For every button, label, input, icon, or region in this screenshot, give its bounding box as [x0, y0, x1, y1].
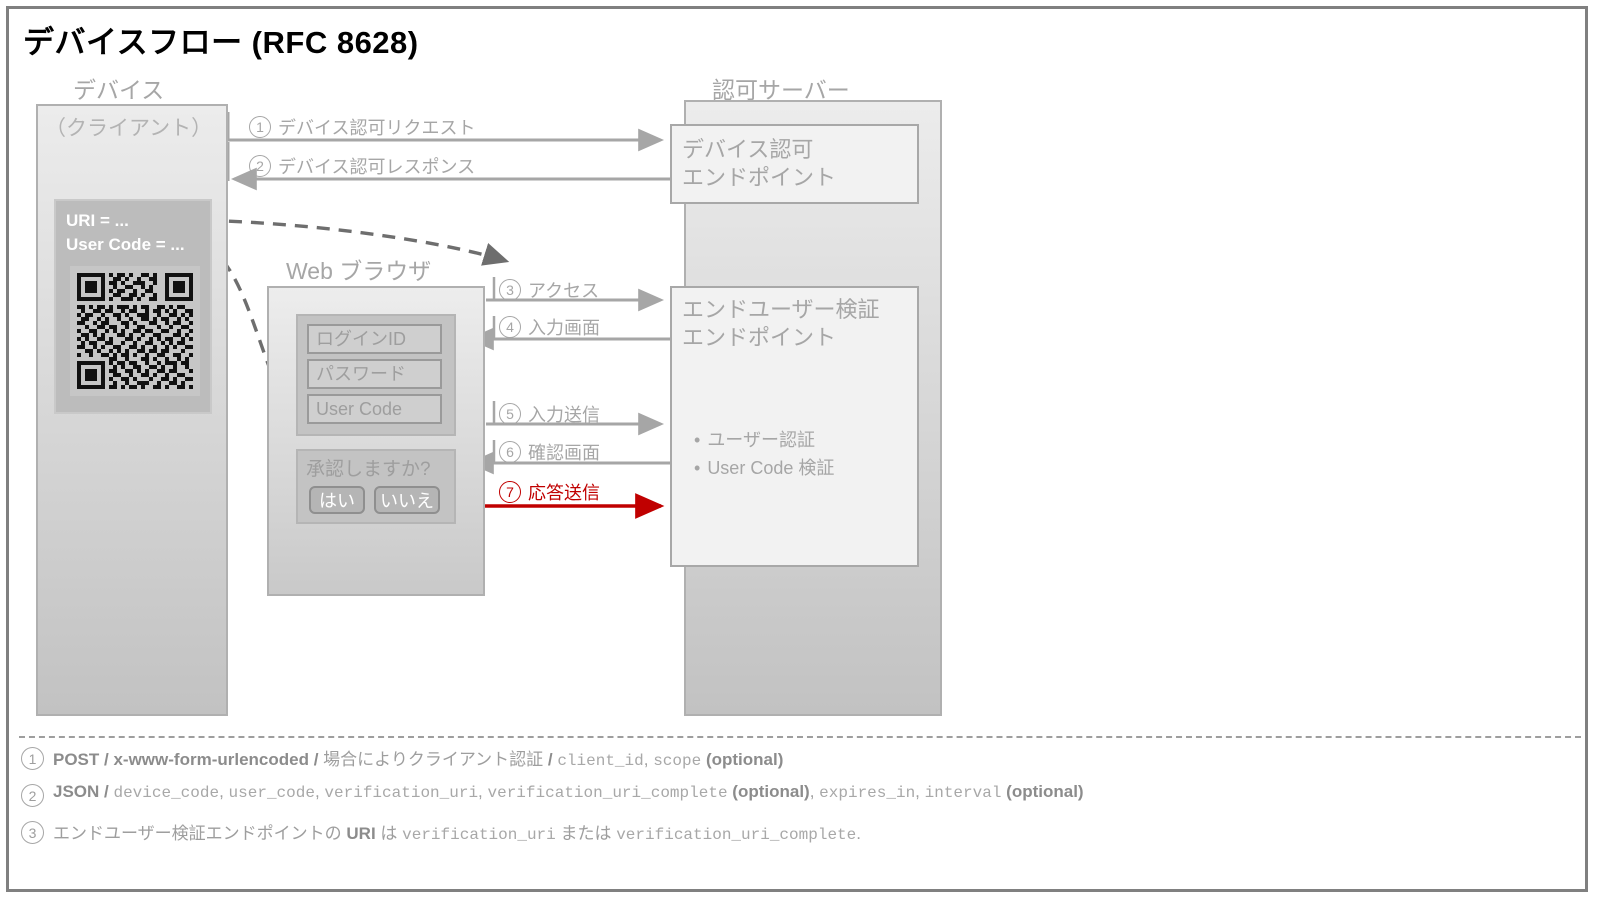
- step-6-number: 6: [499, 441, 521, 463]
- step-7-text: 応答送信: [528, 483, 600, 503]
- verification-bullet-2: User Code 検証: [694, 454, 834, 480]
- footer-note-number: 3: [21, 821, 44, 844]
- footer-note-number: 2: [21, 784, 44, 807]
- step-1-number: 1: [249, 116, 271, 138]
- step-4-label: 4 入力画面: [499, 314, 600, 340]
- step-3-label: 3 アクセス: [499, 277, 599, 303]
- footer-note-text: POST / x-www-form-urlencoded / 場合によりクライア…: [53, 750, 784, 770]
- approval-question: 承認しますか?: [306, 459, 431, 480]
- verification-endpoint-line1: エンドユーザー検証: [682, 297, 880, 322]
- step-6-label: 6 確認画面: [499, 439, 600, 465]
- qr-code-icon: [77, 273, 193, 389]
- step-5-number: 5: [499, 403, 521, 425]
- step-3-text: アクセス: [528, 281, 600, 301]
- step-5-text: 入力送信: [528, 405, 600, 425]
- server-column-title: 認可サーバー: [712, 77, 850, 103]
- footer-note-text: JSON / device_code, user_code, verificat…: [53, 782, 1084, 802]
- device-column-title: デバイス: [73, 77, 165, 103]
- device-info-box: URI = ... User Code = ...: [54, 199, 212, 414]
- step-2-text: デバイス認可レスポンス: [278, 157, 476, 177]
- device-endpoint-line2: エンドポイント: [682, 165, 837, 190]
- footer-note-number: 1: [21, 747, 44, 770]
- device-authorization-endpoint-box: デバイス認可 エンドポイント: [670, 124, 919, 204]
- device-user-code-text: User Code = ...: [66, 235, 185, 254]
- device-subtitle: （クライアント）: [45, 117, 213, 140]
- end-user-verification-endpoint-box: エンドユーザー検証 エンドポイント ユーザー認証 User Code 検証: [670, 286, 919, 567]
- step-6-text: 確認画面: [528, 443, 600, 463]
- footer-separator: [19, 736, 1581, 738]
- login-form-panel: ログインID パスワード User Code: [296, 314, 456, 436]
- password-input[interactable]: パスワード: [307, 359, 442, 389]
- device-endpoint-line1: デバイス認可: [682, 137, 814, 162]
- step-4-number: 4: [499, 316, 521, 338]
- footer-notes: 1 POST / x-www-form-urlencoded / 場合によりクライ…: [21, 745, 1581, 856]
- device-uri-text: URI = ...: [66, 211, 129, 230]
- footer-note: 1 POST / x-www-form-urlencoded / 場合によりクライ…: [21, 745, 1581, 770]
- step-1-label: 1 デバイス認可リクエスト: [249, 114, 475, 140]
- step-4-text: 入力画面: [528, 318, 600, 338]
- approve-no-button[interactable]: いいえ: [374, 486, 440, 514]
- step-1-text: デバイス認可リクエスト: [278, 118, 476, 138]
- approval-dialog: 承認しますか? はい いいえ: [296, 449, 456, 524]
- verification-endpoint-line2: エンドポイント: [682, 325, 837, 350]
- qr-code-container: [70, 266, 200, 396]
- page-title: デバイスフロー (RFC 8628): [23, 25, 419, 60]
- verification-bullet-1: ユーザー認証: [694, 426, 815, 452]
- login-id-input[interactable]: ログインID: [307, 324, 442, 354]
- approve-yes-button[interactable]: はい: [309, 486, 365, 514]
- footer-note: 3 エンドユーザー検証エンドポイントの URI は verification_ur…: [21, 819, 1581, 844]
- step-7-number: 7: [499, 481, 521, 503]
- diagram-frame: デバイスフロー (RFC 8628): [6, 6, 1588, 892]
- step-2-label: 2 デバイス認可レスポンス: [249, 153, 475, 179]
- browser-column-title: Web ブラウザ: [286, 258, 432, 284]
- step-3-number: 3: [499, 279, 521, 301]
- footer-note: 2 JSON / device_code, user_code, verifica…: [21, 782, 1581, 807]
- footer-note-text: エンドユーザー検証エンドポイントの URI は verification_uri…: [53, 824, 861, 844]
- step-7-label: 7 応答送信: [499, 479, 600, 505]
- step-2-number: 2: [249, 155, 271, 177]
- step-5-label: 5 入力送信: [499, 401, 600, 427]
- user-code-input[interactable]: User Code: [307, 394, 442, 424]
